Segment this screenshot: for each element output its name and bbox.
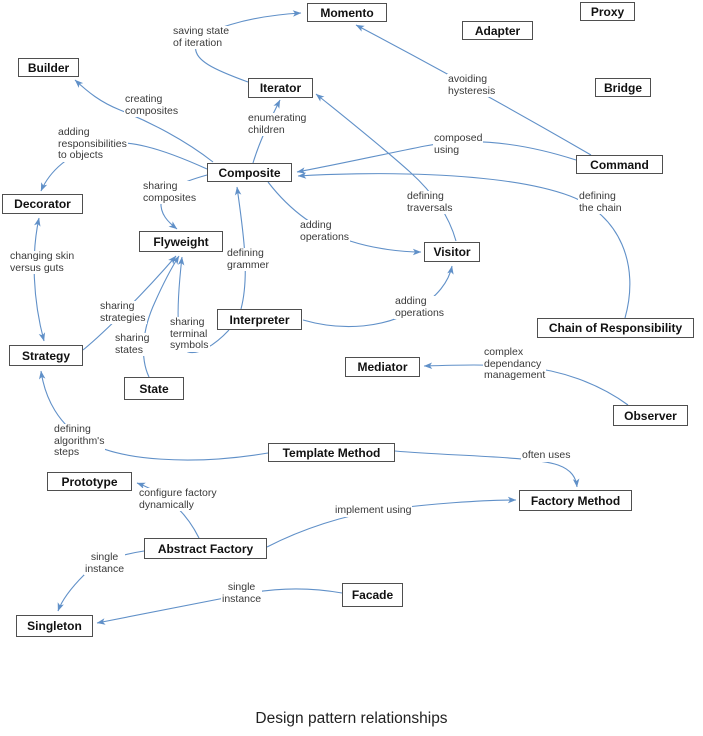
- pattern-box-builder: Builder: [18, 58, 79, 77]
- pattern-box-command: Command: [576, 155, 663, 174]
- pattern-box-proxy: Proxy: [580, 2, 635, 21]
- pattern-box-singleton: Singleton: [16, 615, 93, 637]
- pattern-box-decorator: Decorator: [2, 194, 83, 214]
- pattern-box-composite: Composite: [207, 163, 292, 182]
- pattern-box-bridge: Bridge: [595, 78, 651, 97]
- pattern-box-visitor: Visitor: [424, 242, 480, 262]
- pattern-box-observer: Observer: [613, 405, 688, 426]
- pattern-box-interpreter: Interpreter: [217, 309, 302, 330]
- pattern-box-mediator: Mediator: [345, 357, 420, 377]
- edge-decorator-strategy: [33, 217, 46, 342]
- edge-state-flyweight: [142, 255, 180, 378]
- pattern-box-iterator: Iterator: [248, 78, 313, 98]
- pattern-box-template-method: Template Method: [268, 443, 395, 462]
- pattern-box-momento: Momento: [307, 3, 387, 22]
- edge-facade-singleton: [96, 588, 343, 625]
- pattern-box-prototype: Prototype: [47, 472, 132, 491]
- edge-chain-composite: [297, 172, 631, 319]
- pattern-box-facade: Facade: [342, 583, 403, 607]
- edge-visitor-iterator: [315, 93, 457, 242]
- edge-label-often-uses: often uses: [521, 449, 572, 462]
- edge-template-factory: [394, 450, 580, 488]
- pattern-box-state: State: [124, 377, 184, 400]
- pattern-box-adapter: Adapter: [462, 21, 533, 40]
- pattern-box-chain-of-responsibility: Chain of Responsibility: [537, 318, 694, 338]
- pattern-box-factory-method: Factory Method: [519, 490, 632, 511]
- diagram-title: Design pattern relationships: [255, 710, 448, 727]
- pattern-box-flyweight: Flyweight: [139, 231, 223, 252]
- pattern-box-abstract-factory: Abstract Factory: [144, 538, 267, 559]
- edge-label-implement-using: implement using: [334, 504, 413, 517]
- pattern-box-strategy: Strategy: [9, 345, 83, 366]
- edge-command-composite: [296, 141, 577, 174]
